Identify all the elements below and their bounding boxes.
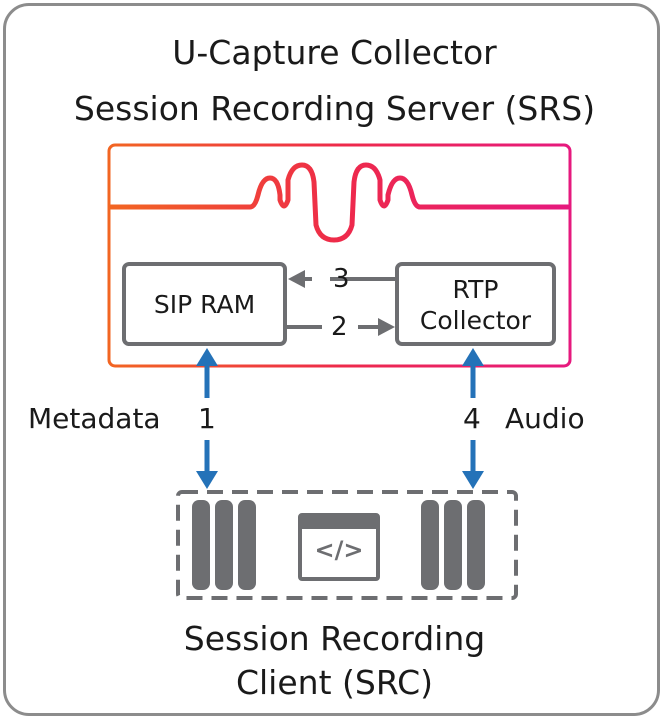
client-title-line-1: Session Recording bbox=[183, 619, 486, 658]
sip-ram-label: SIP RAM bbox=[153, 290, 256, 319]
step-4-label: 4 bbox=[463, 402, 481, 435]
code-glyph: </> bbox=[314, 536, 364, 564]
server-rack-right-icon bbox=[421, 500, 485, 590]
rtp-label-line1: RTP bbox=[452, 275, 499, 304]
sip-ram-box bbox=[122, 262, 287, 346]
step-3-label: 3 bbox=[333, 264, 350, 294]
code-window-icon bbox=[298, 513, 380, 581]
rtp-collector-box bbox=[395, 262, 556, 346]
client-title-line-2: Client (SRC) bbox=[235, 663, 434, 702]
metadata-label: Metadata bbox=[28, 402, 161, 435]
outer-frame bbox=[3, 3, 660, 716]
title-line-2: Session Recording Server (SRS) bbox=[73, 89, 596, 128]
waveform-icon bbox=[108, 162, 571, 243]
srs-container bbox=[107, 143, 572, 368]
server-rack-left-icon bbox=[192, 500, 256, 590]
arrow-3-head bbox=[288, 270, 305, 288]
audio-label: Audio bbox=[505, 402, 585, 435]
step-1-label: 1 bbox=[198, 402, 216, 435]
rtp-label-line2: Collector bbox=[419, 306, 532, 335]
title-line-1: U-Capture Collector bbox=[172, 33, 497, 72]
step-2-label: 2 bbox=[331, 312, 348, 342]
arrow-2-head bbox=[378, 318, 395, 336]
src-container bbox=[176, 490, 518, 600]
